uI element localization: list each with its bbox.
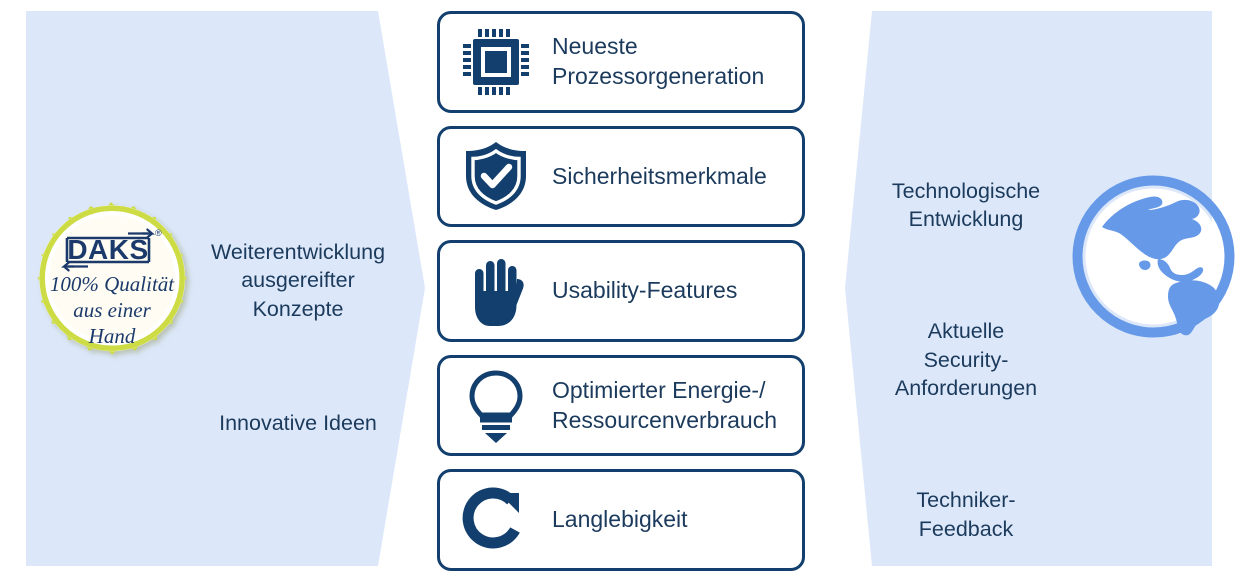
daks-quality-seal: DAKS ® 100% Qualität aus einer Hand	[18, 198, 208, 388]
left-text-block-1: Weiterentwicklung ausgereifter Konzepte	[210, 239, 386, 321]
right-panel-shape	[845, 11, 1212, 566]
lightbulb-icon	[454, 364, 538, 448]
shield-check-icon	[454, 134, 538, 218]
left-panel-shape	[26, 11, 425, 566]
feature-card-label: Sicherheitsmerkmale	[552, 162, 767, 189]
feature-card-processor[interactable]: Neueste Prozessorgeneration	[437, 11, 805, 113]
left-panel-text: Weiterentwicklung ausgereifter Konzepte …	[198, 209, 398, 466]
svg-text:DAKS: DAKS	[67, 234, 148, 265]
circular-arrow-icon	[454, 478, 538, 562]
feature-card-longevity[interactable]: Langlebigkeit	[437, 469, 805, 571]
left-panel	[0, 0, 440, 577]
daks-logo-icon: DAKS ®	[61, 228, 162, 272]
right-panel-text: Technologische Entwicklung Aktuelle Secu…	[873, 148, 1059, 572]
feature-card-label: Optimierter Energie-/ Ressourcenverbrauc…	[552, 377, 778, 433]
right-text-block-3: Techniker- Feedback	[916, 487, 1016, 541]
globe-americas-icon	[1072, 175, 1235, 338]
left-text-block-2: Innovative Ideen	[219, 410, 377, 435]
svg-text:®: ®	[155, 228, 162, 238]
svg-text:100% Qualität: 100% Qualität	[50, 272, 175, 296]
processor-chip-icon	[454, 20, 538, 104]
svg-text:aus einer: aus einer	[73, 298, 151, 322]
right-text-block-1: Technologische Entwicklung	[891, 178, 1041, 232]
feature-card-label: Usability-Features	[552, 277, 738, 304]
feature-card-energy[interactable]: Optimierter Energie-/ Ressourcenverbrauc…	[437, 354, 805, 457]
feature-card-list: Neueste Prozessorgeneration Sicherheitsm…	[437, 11, 805, 571]
hand-palm-icon	[454, 249, 538, 333]
right-text-block-2: Aktuelle Security- Anforderungen	[894, 318, 1038, 401]
feature-card-security[interactable]: Sicherheitsmerkmale	[437, 125, 805, 228]
quality-seal-rosette-icon: DAKS ® 100% Qualität aus einer Hand	[37, 202, 188, 355]
feature-card-label: Neueste Prozessorgeneration	[552, 33, 765, 89]
feature-card-label: Langlebigkeit	[552, 506, 688, 533]
feature-card-usability[interactable]: Usability-Features	[437, 240, 805, 342]
right-panel	[830, 0, 1244, 577]
svg-text:Hand: Hand	[88, 324, 136, 348]
